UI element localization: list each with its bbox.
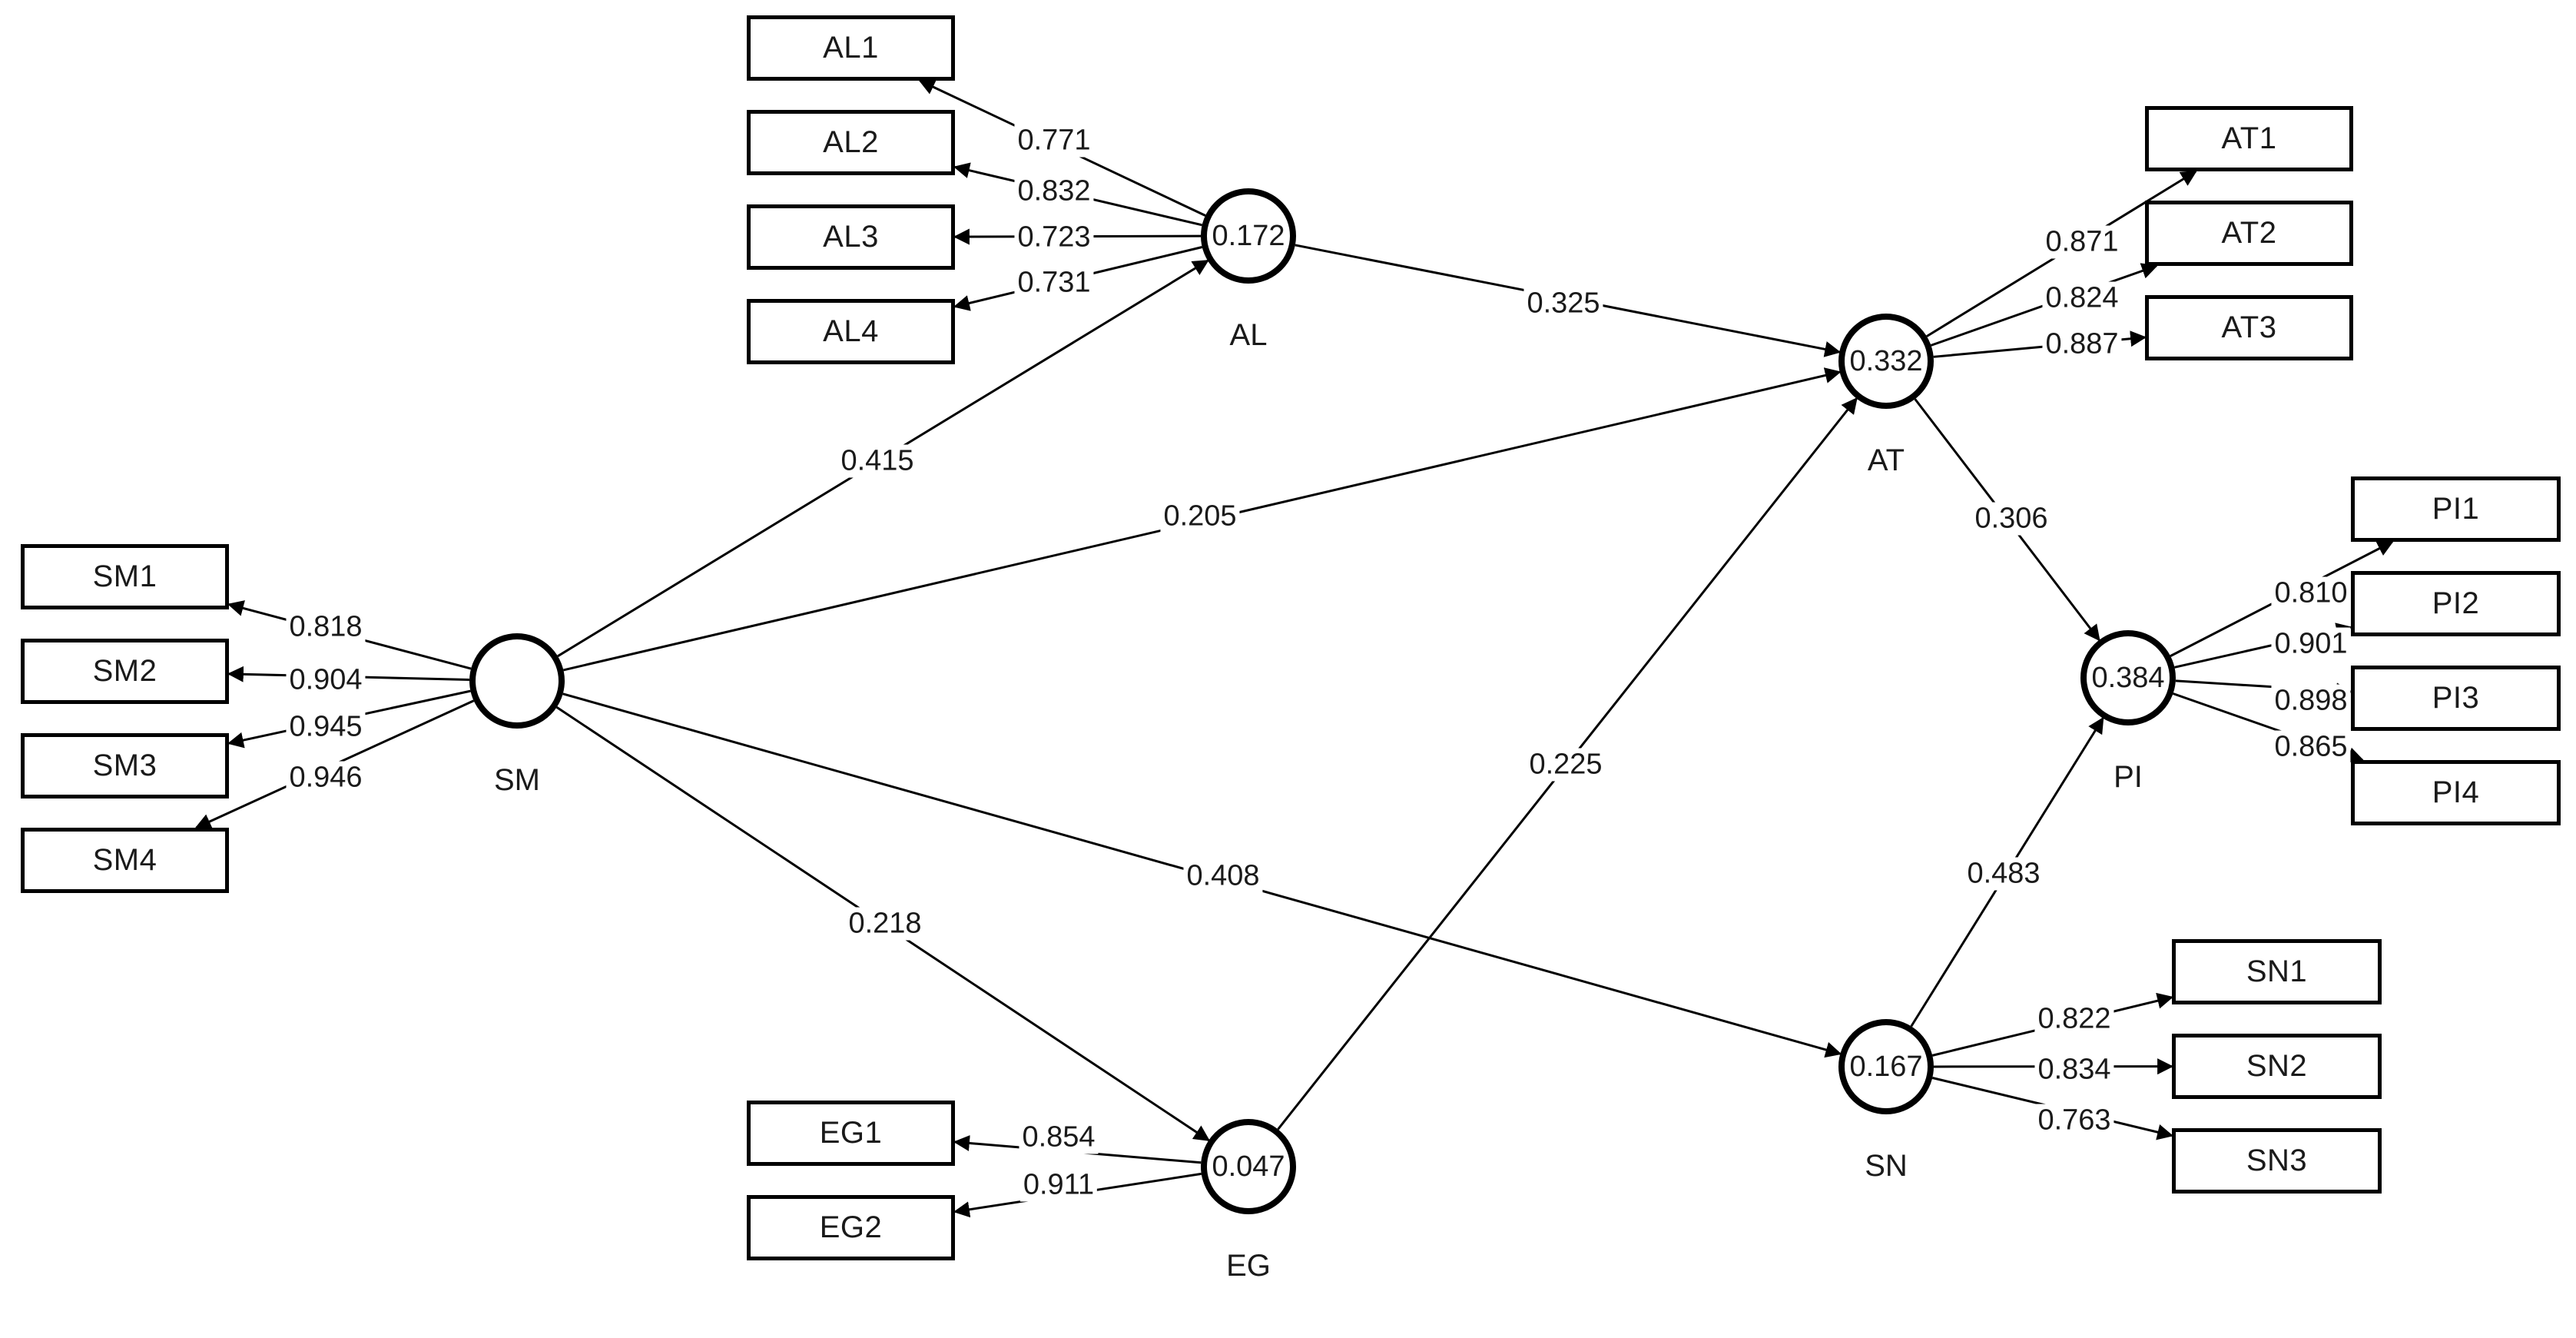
indicator-box-sm3[interactable]: SM3 <box>21 733 229 798</box>
construct-r2-value: 0.167 <box>1849 1050 1923 1083</box>
indicator-label: AT2 <box>2221 216 2277 250</box>
indicator-box-sn3[interactable]: SN3 <box>2172 1128 2382 1194</box>
indicator-label: AT3 <box>2221 310 2277 344</box>
indicator-box-pi4[interactable]: PI4 <box>2351 760 2561 825</box>
indicator-box-al4[interactable]: AL4 <box>747 299 955 364</box>
construct-name-eg: EG <box>1226 1249 1271 1283</box>
indicator-label: SN3 <box>2246 1144 2308 1177</box>
loading-label-al-al2: 0.832 <box>1014 174 1094 208</box>
indicator-box-al3[interactable]: AL3 <box>747 204 955 270</box>
loading-label-pi-pi2: 0.901 <box>2271 627 2351 661</box>
indicator-label: SN2 <box>2246 1049 2308 1083</box>
indicator-box-sn1[interactable]: SN1 <box>2172 939 2382 1004</box>
path-label-sm-eg: 0.218 <box>845 907 925 941</box>
construct-name-pi: PI <box>2114 760 2143 794</box>
indicator-label: AL3 <box>823 220 879 254</box>
construct-r2-value: 0.172 <box>1212 219 1285 252</box>
indicator-label: PI4 <box>2432 775 2480 809</box>
indicator-box-at2[interactable]: AT2 <box>2145 201 2353 266</box>
indicator-label: AT1 <box>2221 121 2277 155</box>
loading-label-al-al4: 0.731 <box>1014 266 1094 300</box>
construct-r2-value: 0.332 <box>1849 344 1923 377</box>
loading-label-sm-sm3: 0.945 <box>286 710 366 744</box>
path-label-sm-sn: 0.408 <box>1183 859 1263 893</box>
indicator-box-at3[interactable]: AT3 <box>2145 295 2353 360</box>
loading-label-at-at3: 0.887 <box>2042 327 2122 361</box>
indicator-label: AL1 <box>823 31 879 65</box>
indicator-box-al1[interactable]: AL1 <box>747 15 955 81</box>
loading-label-al-al3: 0.723 <box>1014 221 1094 254</box>
indicator-box-al2[interactable]: AL2 <box>747 110 955 175</box>
loading-label-sn-sn3: 0.763 <box>2034 1104 2114 1137</box>
indicator-label: SN1 <box>2246 955 2308 988</box>
indicator-box-sm4[interactable]: SM4 <box>21 828 229 893</box>
construct-name-at: AT <box>1867 443 1905 477</box>
construct-name-sm: SM <box>494 763 540 797</box>
construct-name-sn: SN <box>1865 1149 1908 1183</box>
indicator-label: EG1 <box>819 1116 883 1150</box>
indicator-box-pi3[interactable]: PI3 <box>2351 666 2561 731</box>
indicator-label: AL4 <box>823 314 879 348</box>
path-label-al-at: 0.325 <box>1523 287 1603 320</box>
loading-label-al-al1: 0.771 <box>1014 124 1094 158</box>
indicator-label: EG2 <box>819 1210 883 1244</box>
construct-name-al: AL <box>1229 318 1268 352</box>
indicator-box-at1[interactable]: AT1 <box>2145 106 2353 171</box>
indicator-box-pi2[interactable]: PI2 <box>2351 571 2561 636</box>
path-label-eg-at: 0.225 <box>1526 748 1606 782</box>
indicator-box-sn2[interactable]: SN2 <box>2172 1034 2382 1099</box>
construct-circle-at[interactable]: 0.332 <box>1838 314 1934 409</box>
loading-label-pi-pi1: 0.810 <box>2271 576 2351 610</box>
indicator-label: SM4 <box>92 843 157 877</box>
loading-label-pi-pi4: 0.865 <box>2271 730 2351 764</box>
loading-label-sn-sn1: 0.822 <box>2034 1002 2114 1036</box>
path-label-at-pi: 0.306 <box>1971 502 2051 536</box>
indicator-label: PI3 <box>2432 681 2480 715</box>
loading-label-eg-eg2: 0.911 <box>1019 1168 1098 1202</box>
indicator-box-pi1[interactable]: PI1 <box>2351 476 2561 542</box>
loading-label-sm-sm1: 0.818 <box>286 610 366 644</box>
indicator-label: PI2 <box>2432 586 2480 620</box>
indicator-label: AL2 <box>823 125 879 159</box>
indicator-box-sm2[interactable]: SM2 <box>21 639 229 704</box>
loading-label-sm-sm2: 0.904 <box>286 663 366 697</box>
loading-label-sm-sm4: 0.946 <box>286 761 366 795</box>
indicator-label: SM3 <box>92 749 157 782</box>
indicator-label: SM2 <box>92 654 157 688</box>
construct-circle-al[interactable]: 0.172 <box>1201 188 1296 284</box>
indicator-label: SM1 <box>92 559 157 593</box>
construct-circle-sn[interactable]: 0.167 <box>1838 1019 1934 1114</box>
loading-label-at-at1: 0.871 <box>2042 225 2122 259</box>
path-label-sm-at: 0.205 <box>1160 500 1240 533</box>
loading-label-at-at2: 0.824 <box>2042 281 2122 315</box>
construct-circle-pi[interactable]: 0.384 <box>2080 630 2176 725</box>
construct-r2-value: 0.384 <box>2091 661 2165 694</box>
indicator-box-sm1[interactable]: SM1 <box>21 544 229 609</box>
path-label-sn-pi: 0.483 <box>1964 857 2044 891</box>
construct-r2-value: 0.047 <box>1212 1150 1285 1183</box>
loading-label-pi-pi3: 0.898 <box>2271 684 2351 718</box>
path-label-sm-al: 0.415 <box>837 444 917 478</box>
indicator-label: PI1 <box>2432 492 2480 526</box>
loading-label-eg-eg1: 0.854 <box>1019 1121 1099 1154</box>
indicator-box-eg2[interactable]: EG2 <box>747 1195 955 1260</box>
construct-circle-sm[interactable] <box>469 633 565 729</box>
construct-circle-eg[interactable]: 0.047 <box>1201 1119 1296 1214</box>
loading-label-sn-sn2: 0.834 <box>2034 1053 2114 1087</box>
indicator-box-eg1[interactable]: EG1 <box>747 1101 955 1166</box>
